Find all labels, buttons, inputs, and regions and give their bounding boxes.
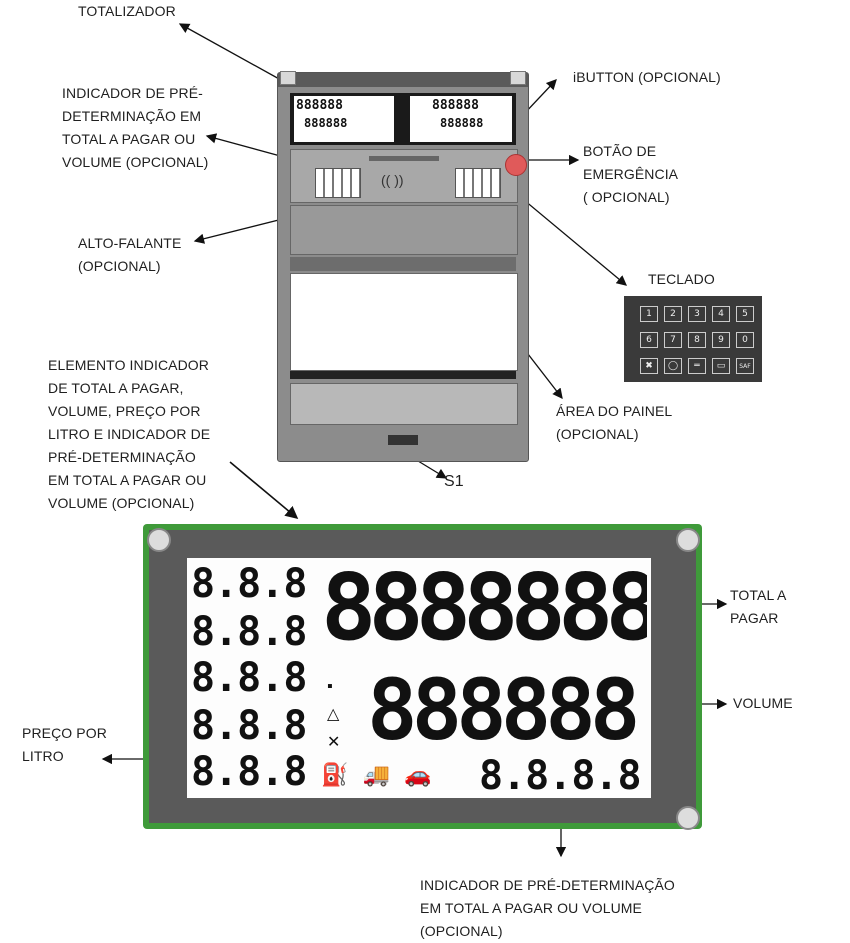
keypad-key-10[interactable]: ✖	[640, 358, 658, 374]
keypad-key-8[interactable]: 9	[712, 332, 730, 348]
label-indicador-pre: INDICADOR DE PRÉ- DETERMINAÇÃO EM TOTAL …	[62, 85, 209, 170]
dispenser-tab-right	[510, 71, 526, 85]
keypad-key-7[interactable]: 8	[688, 332, 706, 348]
keypad-key-5[interactable]: 6	[640, 332, 658, 348]
dispenser-lcd-right-digits: 888888	[432, 98, 479, 113]
lcd-board: 8.8.8.8.8 8.8.8.8.8 8.8.8.8.8 8.8.8.8.8 …	[143, 524, 702, 830]
dispenser-control-panel: (( ))	[290, 149, 527, 203]
dispenser-lcd-right-digits-2: 888888	[440, 116, 484, 130]
label-preco-por-litro: PREÇO POR LITRO	[22, 725, 107, 764]
label-totalizador: TOTALIZADOR	[78, 3, 176, 19]
s1-connector	[388, 435, 418, 445]
keypad-key-1[interactable]: 2	[664, 306, 682, 322]
dispenser-speaker: (( ))	[381, 172, 404, 188]
lcd-volume-digits: 888888	[367, 668, 640, 752]
keypad-key-3[interactable]: 4	[712, 306, 730, 322]
keypad-key-2[interactable]: 3	[688, 306, 706, 322]
label-area-painel: ÁREA DO PAINEL (OPCIONAL)	[556, 403, 673, 442]
dispenser-lcd-left-digits: 888888	[296, 98, 343, 113]
lcd-small-row-2: 8.8.8.8.8	[191, 612, 315, 652]
label-ibutton: iBUTTON (OPCIONAL)	[573, 69, 721, 85]
label-alto-falante: ALTO-FALANTE (OPCIONAL)	[78, 235, 182, 274]
mount-hole-tl	[147, 528, 171, 552]
label-indicador-pre-bottom: INDICADOR DE PRÉ-DETERMINAÇÃO EM TOTAL A…	[420, 877, 675, 939]
keypad-key-12[interactable]: ═	[688, 358, 706, 374]
keypad-key-9[interactable]: 0	[736, 332, 754, 348]
keypad-key-14[interactable]: SAF	[736, 358, 754, 374]
keypad-key-13[interactable]: ▭	[712, 358, 730, 374]
keypad-key-11[interactable]: ◯	[664, 358, 682, 374]
dispenser-tab-left	[280, 71, 296, 85]
lcd-total-digits: 8888888	[321, 562, 647, 654]
label-volume: VOLUME	[733, 695, 793, 711]
label-elemento-indicador: ELEMENTO INDICADOR DE TOTAL A PAGAR, VOL…	[48, 357, 211, 511]
dispenser-slot	[369, 156, 439, 161]
label-s1: S1	[444, 473, 464, 490]
mount-hole-br	[676, 806, 700, 830]
lcd-small-row-1: 8.8.8.8.8	[191, 564, 315, 604]
label-botao-emergencia: BOTÃO DE EMERGÊNCIA ( OPCIONAL)	[583, 143, 679, 205]
lcd-fuel-icons: ⛽ 🚚 🚗	[321, 762, 436, 787]
lcd-small-row-5: 8.8.8.8.8	[191, 752, 315, 792]
dispenser-lcd-right: 888888 888888	[410, 96, 512, 142]
dispenser-keypad-left	[315, 168, 361, 198]
lcd-small-row-4: 8.8.8.8.8	[191, 706, 315, 746]
lcd-preset-digits: 8.8.8.8.8.8	[479, 756, 649, 796]
dispenser-stripe	[290, 257, 516, 271]
keypad-key-6[interactable]: 7	[664, 332, 682, 348]
dispenser-lcd-left-digits-2: 888888	[304, 116, 348, 130]
dispenser-window	[290, 273, 518, 371]
emergency-button-icon[interactable]	[505, 154, 527, 176]
dispenser-lcd-left: 888888 888888	[294, 96, 394, 142]
arrow-totalizador	[178, 23, 291, 86]
dispenser-panel-area	[290, 205, 518, 255]
dispenser-display-area: 888888 888888 888888 888888	[290, 93, 516, 145]
label-teclado: TECLADO	[648, 271, 715, 287]
arrow-elemento-indicador	[229, 461, 299, 520]
label-total-a-pagar: TOTAL A PAGAR	[730, 587, 787, 626]
dispenser-keypad-right	[455, 168, 501, 198]
dispenser: 888888 888888 888888 888888 (( ))	[277, 71, 529, 462]
lcd-glass: 8.8.8.8.8 8.8.8.8.8 8.8.8.8.8 8.8.8.8.8 …	[187, 558, 651, 798]
lcd-indicator-icons: ▪△✕	[327, 678, 341, 751]
dispenser-bar	[290, 371, 516, 379]
keypad-key-4[interactable]: 5	[736, 306, 754, 322]
lcd-small-row-3: 8.8.8.8.8	[191, 658, 315, 698]
dispenser-top-band	[278, 73, 528, 87]
keypad-key-0[interactable]: 1	[640, 306, 658, 322]
dispenser-lower-panel	[290, 383, 518, 425]
mount-hole-tr	[676, 528, 700, 552]
